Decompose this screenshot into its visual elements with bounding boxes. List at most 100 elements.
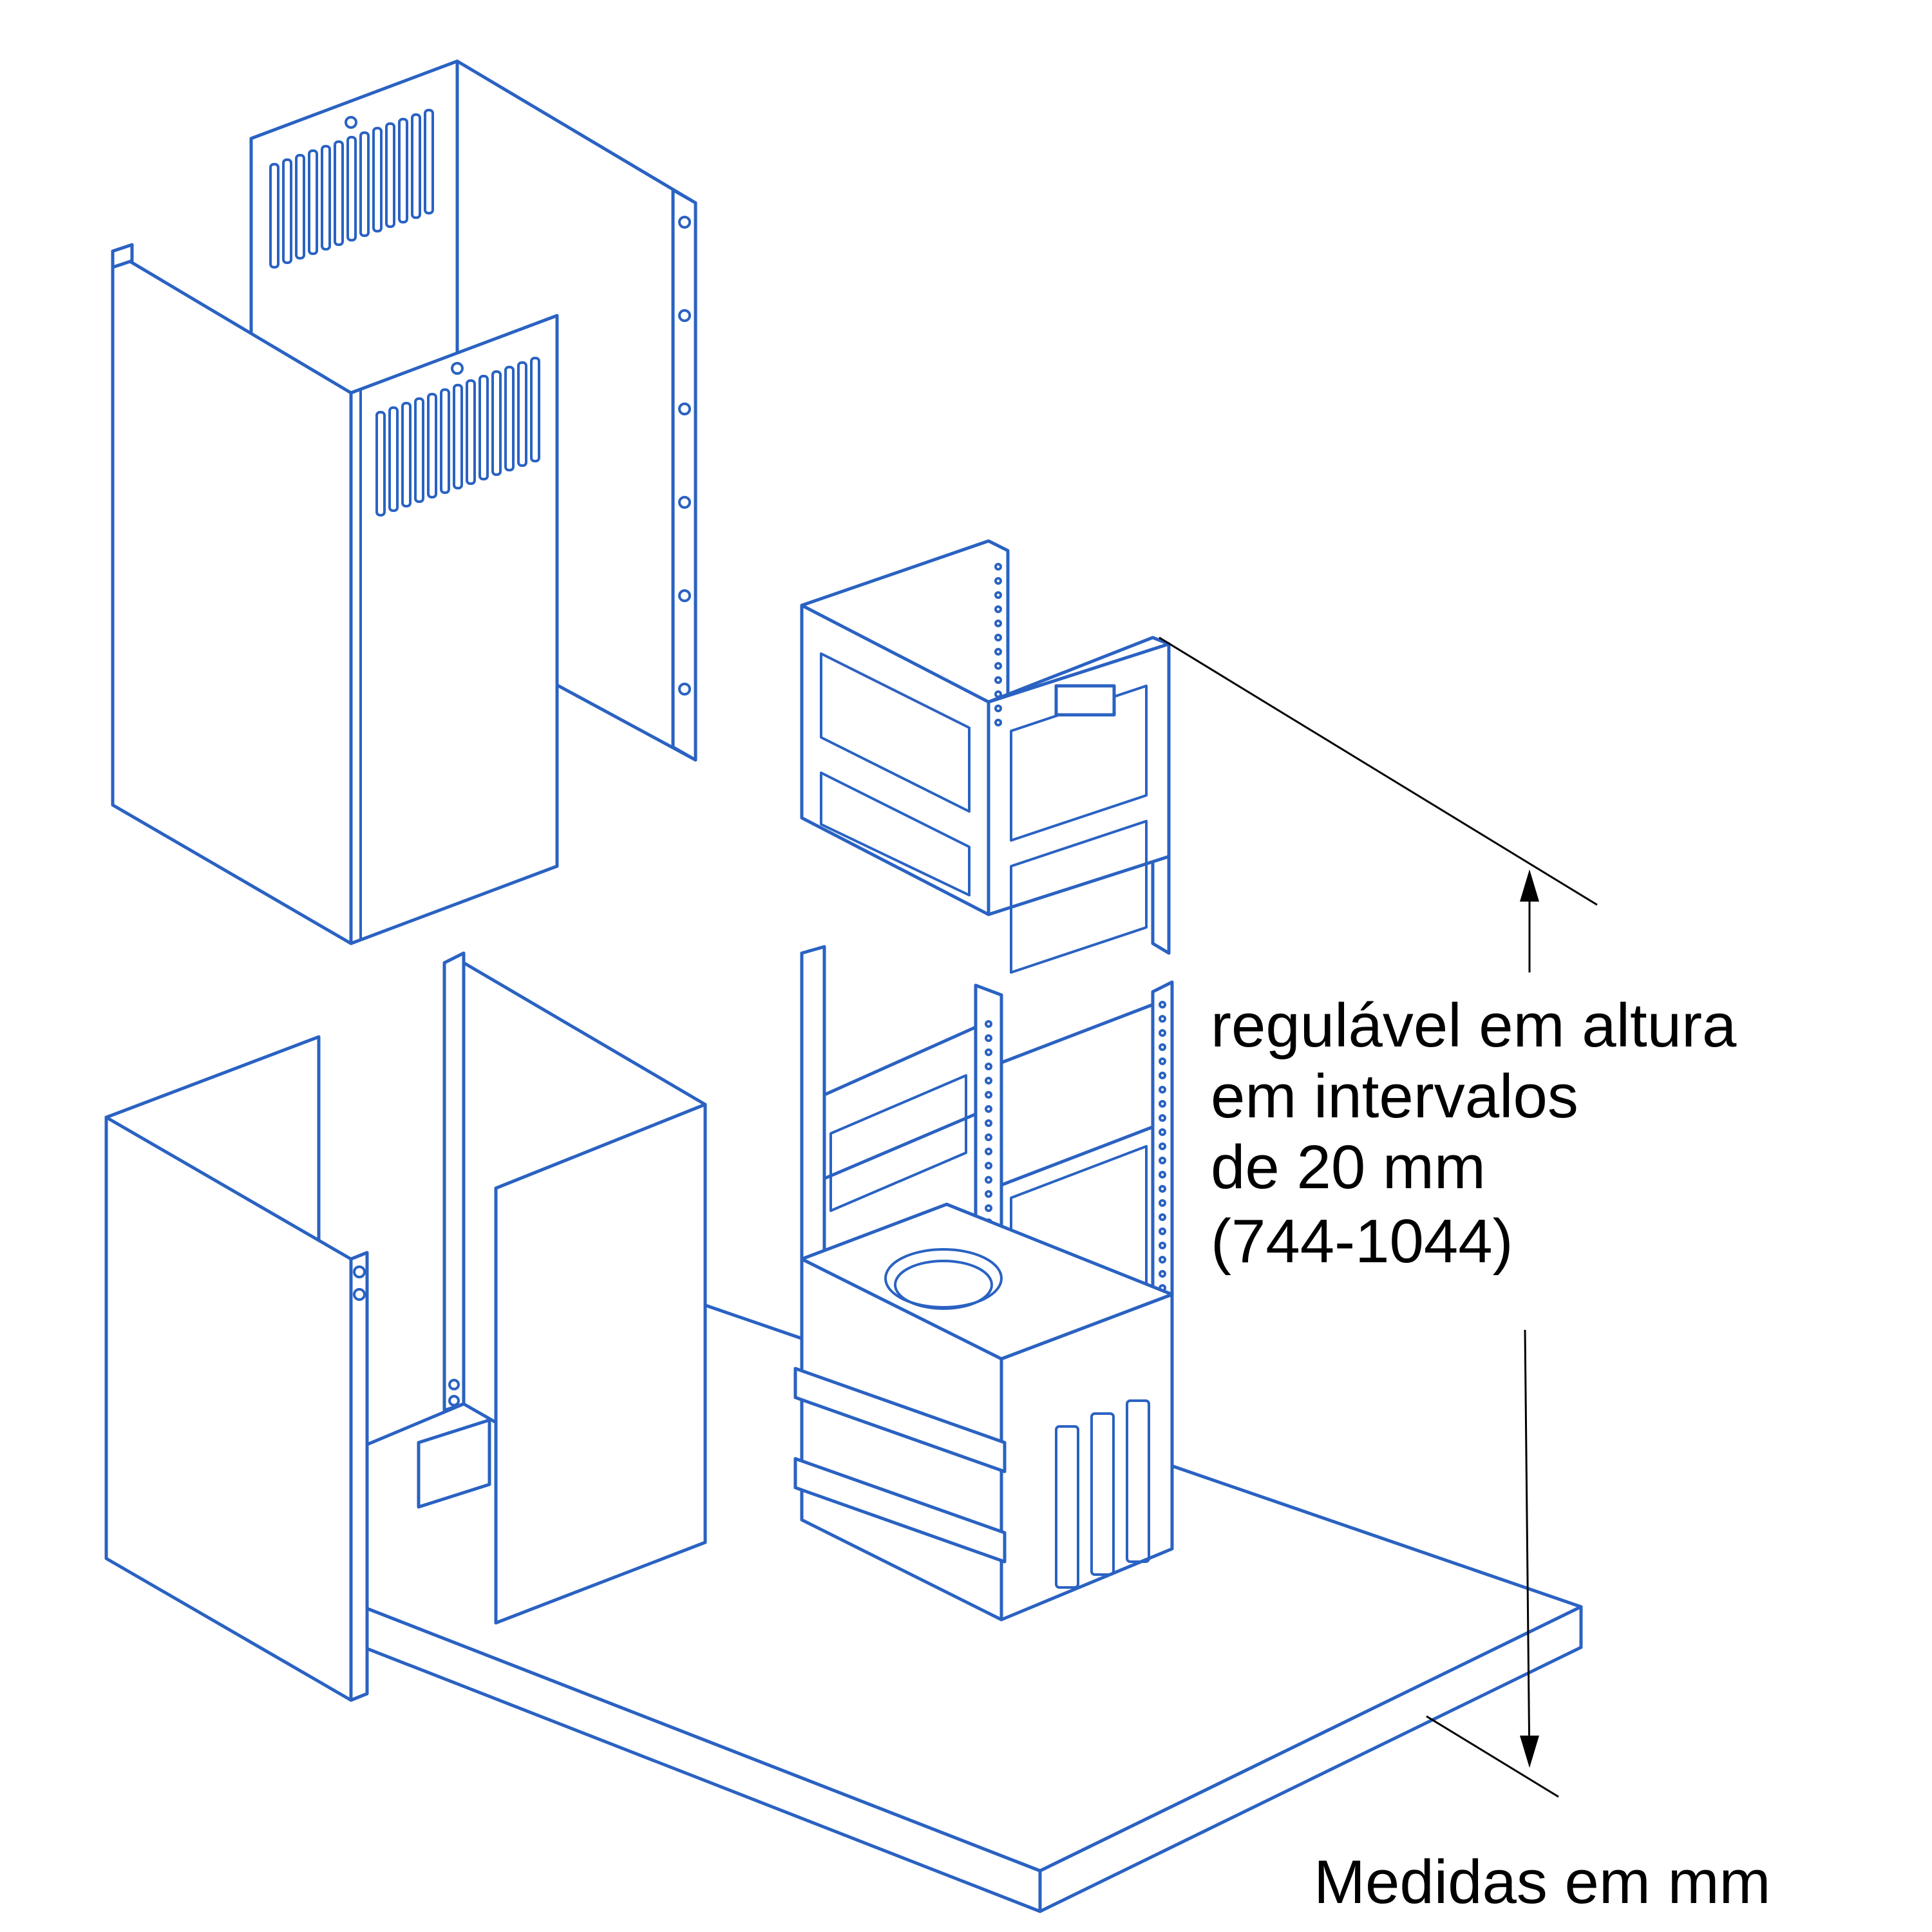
vent-slot <box>1126 1399 1150 1563</box>
lower-right-edge-holes <box>448 1379 460 1406</box>
screw-hole <box>1159 1142 1166 1150</box>
upper-rear-vent-slots <box>269 109 434 269</box>
screw-hole <box>994 648 1002 656</box>
lower-chimney-left-cover <box>104 1035 369 1702</box>
screw-hole <box>994 577 1002 585</box>
upper-frame-holes <box>994 563 1002 726</box>
vent-slot <box>388 406 399 512</box>
screw-hole <box>994 676 1002 684</box>
screw-hole <box>994 605 1002 613</box>
screw-hole <box>985 1162 992 1170</box>
mounting-frame-upper <box>800 539 1171 974</box>
upper-front-top-hole <box>451 362 464 375</box>
screw-hole <box>994 591 1002 599</box>
screw-hole <box>448 1395 460 1406</box>
upper-rear-top-hole <box>345 116 357 129</box>
screw-hole <box>1159 1199 1166 1207</box>
screw-hole <box>678 216 691 229</box>
vent-slot <box>414 397 424 503</box>
screw-hole <box>985 1105 992 1113</box>
screw-hole <box>994 634 1002 641</box>
vent-slot <box>372 127 383 232</box>
screw-hole <box>985 1176 992 1184</box>
screw-hole <box>994 563 1002 571</box>
screw-hole <box>994 662 1002 670</box>
screw-hole <box>1159 1086 1166 1094</box>
fan-housing-vent-slots <box>1055 1399 1150 1589</box>
vent-slot <box>282 158 292 264</box>
screw-hole <box>994 705 1002 712</box>
arrow-down <box>1520 1736 1539 1768</box>
screw-hole <box>985 1091 992 1099</box>
vent-slot <box>517 361 527 467</box>
vent-slot <box>424 109 434 214</box>
screw-hole <box>1159 1029 1166 1037</box>
screw-hole <box>448 1379 460 1390</box>
vent-slot <box>295 154 305 260</box>
screw-hole <box>678 309 691 322</box>
frame-clip <box>1054 684 1116 717</box>
upper-chimney-front-cover <box>111 243 559 945</box>
screw-hole <box>1159 1185 1166 1193</box>
screw-hole <box>994 690 1002 698</box>
screw-hole <box>1159 1227 1166 1235</box>
vent-slot <box>385 122 395 228</box>
vent-slot <box>1055 1425 1079 1589</box>
vent-slot <box>491 370 502 476</box>
range-label: (744-1044) <box>1211 1207 1513 1276</box>
screw-hole <box>678 496 691 509</box>
vent-slot <box>530 357 540 462</box>
screw-hole <box>985 1204 992 1212</box>
vent-slot <box>411 113 421 219</box>
screw-hole <box>1159 1213 1166 1221</box>
screw-hole <box>1159 1072 1166 1079</box>
interval-label: em intervalos <box>1211 1062 1578 1131</box>
vent-slot <box>453 384 463 489</box>
vent-slot <box>269 163 279 269</box>
screw-hole <box>985 1133 992 1141</box>
vent-slot <box>398 118 408 223</box>
arrow-up <box>1520 869 1539 902</box>
screw-hole <box>1159 1242 1166 1249</box>
height-adjustable-label: regulável em altura <box>1211 991 1737 1060</box>
screw-hole <box>1159 1171 1166 1179</box>
screw-hole <box>985 1020 992 1028</box>
screw-hole <box>1159 1043 1166 1051</box>
screw-hole <box>994 620 1002 627</box>
mounting-frame-lower <box>800 945 1174 1370</box>
units-label: Medidas em mm <box>1314 1848 1771 1917</box>
screw-hole <box>1159 1114 1166 1122</box>
screw-hole <box>1159 1157 1166 1164</box>
height-dimension <box>1159 636 1598 1798</box>
screw-hole <box>1159 1057 1166 1065</box>
vent-slot <box>427 393 437 498</box>
screw-hole <box>1159 1015 1166 1023</box>
step-size-label: de 20 mm <box>1211 1133 1486 1202</box>
fan-housing <box>793 1202 1174 1622</box>
screw-hole <box>985 1190 992 1198</box>
screw-hole <box>985 1063 992 1070</box>
vent-slot <box>375 411 386 516</box>
screw-hole <box>1159 1270 1166 1278</box>
vent-slot <box>334 140 344 246</box>
vent-slot <box>321 145 331 251</box>
vent-slot <box>440 388 450 494</box>
vent-slot <box>466 379 476 485</box>
screw-hole <box>985 1119 992 1127</box>
screw-hole <box>353 1265 366 1278</box>
vent-slot <box>504 366 515 471</box>
vent-slot <box>308 149 318 255</box>
screw-hole <box>1159 1001 1166 1009</box>
screw-hole <box>678 683 691 696</box>
screw-hole <box>353 1288 366 1301</box>
screw-hole <box>1159 1128 1166 1136</box>
screw-hole <box>985 1034 992 1042</box>
upper-front-vent-slots <box>375 357 540 516</box>
vent-slot <box>1090 1412 1115 1576</box>
screw-hole <box>1159 1100 1166 1108</box>
vent-slot <box>401 402 412 507</box>
lower-left-edge-holes <box>353 1265 366 1301</box>
upper-rear-side-holes <box>678 216 691 696</box>
screw-hole <box>994 719 1002 726</box>
screw-hole <box>678 589 691 602</box>
